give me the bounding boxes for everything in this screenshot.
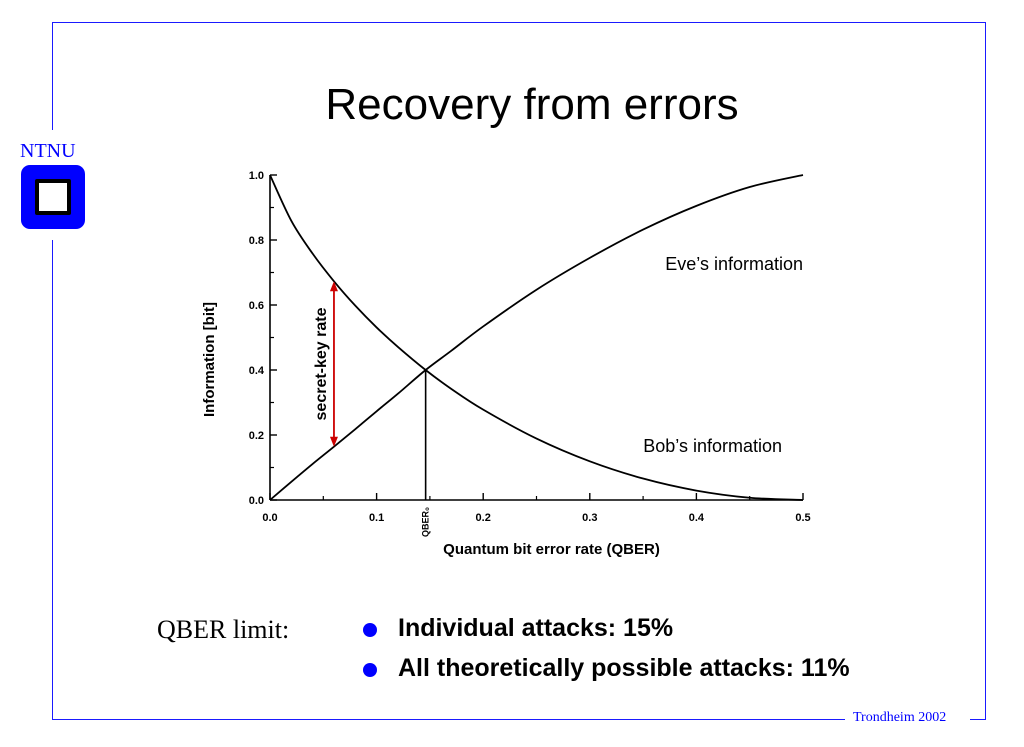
frame-left-line-lower — [52, 240, 53, 720]
y-tick-label: 0.0 — [249, 495, 264, 507]
frame-left-line-upper — [52, 22, 53, 130]
frame-bottom-line-right — [970, 719, 986, 720]
series-line-bob — [269, 174, 804, 501]
y-tick-label: 0.4 — [249, 365, 265, 377]
secret-key-arrow-head-down — [329, 436, 338, 447]
bullet-individual-attacks: Individual attacks: 15% — [360, 614, 850, 654]
qber-limit-label: QBER limit: — [157, 615, 290, 644]
information-vs-qber-chart: 0.0 0.1 0.2 0.3 0.4 0.5 0.0 0.2 0.4 0.6 0.8 1.0Quan… — [201, 170, 811, 558]
series-line-eve — [269, 174, 804, 501]
series-label-eve: Eve’s information — [665, 254, 803, 274]
series-label-bob: Bob’s information — [643, 436, 782, 456]
x-tick-label: 0.0 — [262, 512, 277, 524]
x-tick-label: 0.1 — [369, 512, 384, 524]
x-tick-label: 0.2 — [476, 512, 491, 524]
x-axis-label: Quantum bit error rate (QBER) — [443, 541, 660, 558]
qber-marker-label: QBER₀ — [421, 507, 431, 537]
x-tick-label: 0.3 — [582, 512, 597, 524]
frame-top-line — [52, 22, 986, 23]
bullet-all-attacks: All theoretically possible attacks: 11% — [360, 654, 850, 694]
bullet-dot-icon — [363, 623, 377, 637]
logo-text: NTNU — [20, 140, 76, 162]
y-tick-label: 1.0 — [249, 170, 264, 182]
frame-bottom-line-left — [52, 719, 845, 720]
y-tick-label: 0.6 — [249, 300, 264, 312]
bullet-dot-icon — [363, 663, 377, 677]
ntnu-logo-icon — [21, 165, 85, 229]
secret-key-rate-label: secret-key rate — [313, 307, 330, 420]
qber-limit-list: Individual attacks: 15% All theoreticall… — [360, 614, 850, 694]
y-tick-label: 0.2 — [249, 430, 264, 442]
secret-key-arrow-head-up — [329, 281, 338, 292]
bullet-text: All theoretically possible attacks: 11% — [398, 654, 850, 682]
bullet-text: Individual attacks: 15% — [398, 614, 674, 642]
y-axis-label: Information [bit] — [201, 302, 218, 417]
footer-text: Trondheim 2002 — [853, 710, 947, 725]
y-tick-label: 0.8 — [249, 235, 264, 247]
frame-right-line — [985, 22, 986, 720]
x-tick-label: 0.5 — [795, 512, 810, 524]
slide-title: Recovery from errors — [325, 80, 739, 129]
x-tick-label: 0.4 — [689, 512, 705, 524]
